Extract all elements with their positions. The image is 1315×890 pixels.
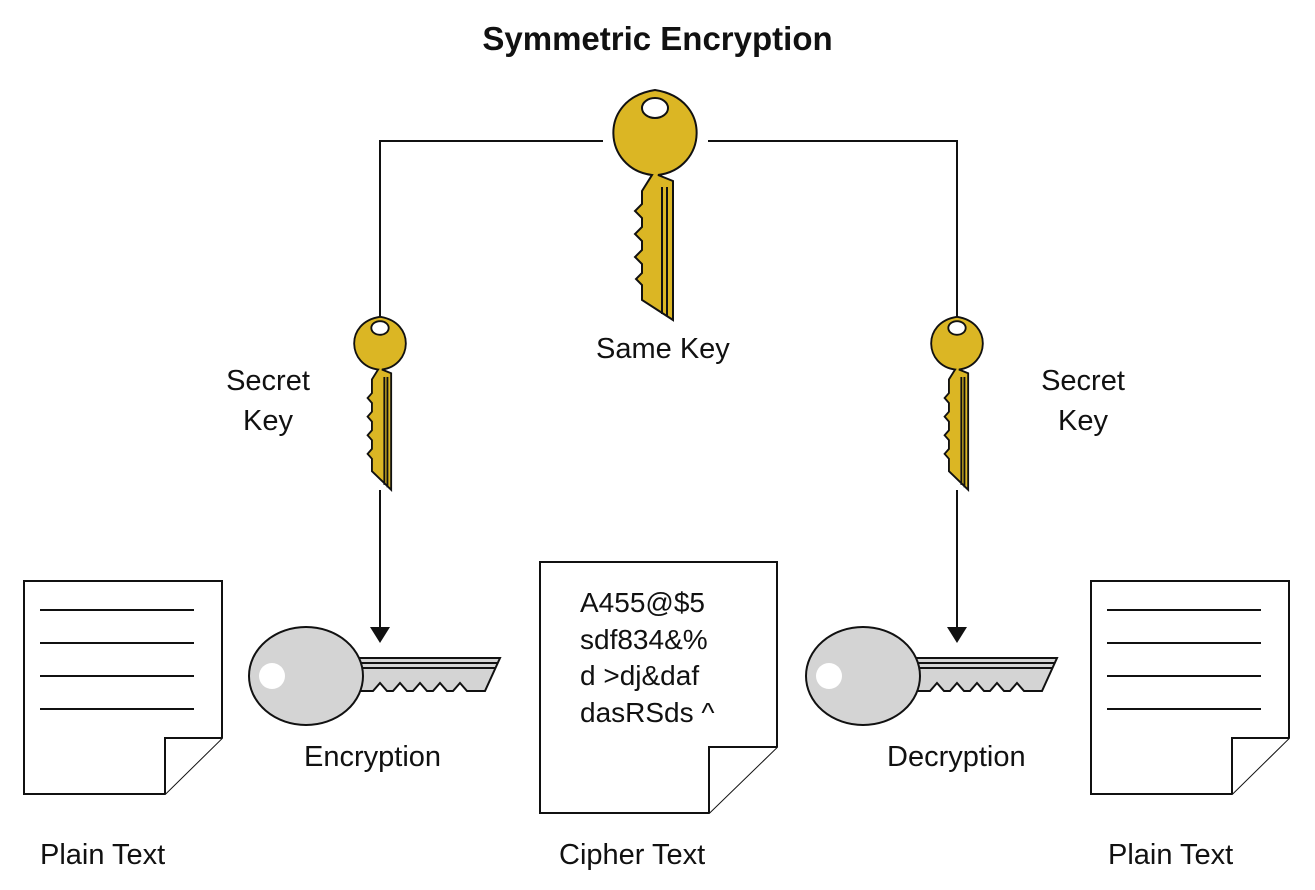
document-icon bbox=[1090, 580, 1290, 795]
connector-lines bbox=[379, 140, 958, 628]
secret-key-label-right-line2: Key bbox=[1058, 405, 1108, 437]
secret-key-label-right-line1: Secret bbox=[1041, 365, 1125, 397]
key-gold-icon bbox=[930, 315, 984, 492]
cipher-line: sdf834&% bbox=[580, 623, 708, 655]
arrow-down-icon bbox=[370, 627, 390, 643]
key-silver-icon bbox=[805, 626, 1059, 726]
key-gold-icon bbox=[353, 315, 407, 492]
plain-text-label-left: Plain Text bbox=[40, 839, 166, 871]
key-silver-icon bbox=[248, 626, 502, 726]
encryption-label: Encryption bbox=[304, 741, 442, 773]
document-icon bbox=[539, 561, 778, 814]
cipher-text-label: Cipher Text bbox=[559, 839, 706, 871]
cipher-line: A455@$5 bbox=[580, 587, 705, 618]
cipher-line: dasRSds ^ bbox=[580, 696, 715, 728]
same-key-label: Same Key bbox=[596, 333, 730, 365]
secret-key-label-left-line2: Key bbox=[243, 405, 293, 437]
key-gold-icon bbox=[612, 88, 698, 322]
diagram-title: Symmetric Encryption bbox=[482, 20, 833, 57]
cipher-line: d >dj&daf bbox=[580, 660, 700, 691]
cipher-text-content: A455@$5 sdf834&% d >dj&daf dasRSds ^ bbox=[580, 585, 715, 731]
decryption-label: Decryption bbox=[887, 741, 1026, 773]
plain-text-label-right: Plain Text bbox=[1108, 839, 1234, 871]
document-icon bbox=[23, 580, 223, 795]
secret-key-label-left-line1: Secret bbox=[226, 365, 310, 397]
arrow-down-icon bbox=[947, 627, 967, 643]
